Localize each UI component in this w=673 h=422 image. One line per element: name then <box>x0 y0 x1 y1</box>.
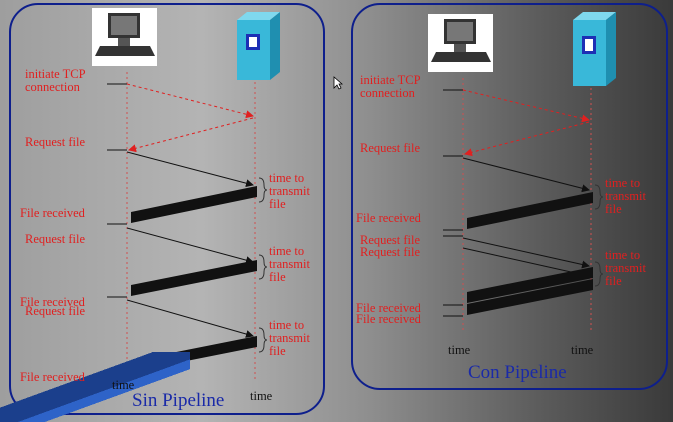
request-arrow <box>126 227 254 265</box>
request-arrow <box>126 151 254 188</box>
slide-corner-decoration <box>0 352 190 422</box>
handshake-arrow <box>128 117 254 153</box>
request-file-label: Request file <box>360 141 421 155</box>
client-time-label: time <box>448 343 471 357</box>
handshake-arrow <box>462 89 590 123</box>
computer-icon <box>428 14 493 72</box>
request-arrow <box>462 247 590 279</box>
server-time-label: time <box>571 343 594 357</box>
file-transfer-bar <box>131 186 257 223</box>
file-transfer-bar <box>467 267 593 303</box>
initiate-tcp-label: initiate TCP connection <box>25 67 86 94</box>
handshake-arrow <box>464 121 590 157</box>
server-icon <box>573 12 616 86</box>
cursor-icon <box>333 76 343 90</box>
time-to-transmit-label: time to transmit file <box>269 244 310 284</box>
right-panel-border <box>351 3 668 390</box>
time-to-transmit-label: time to transmit file <box>605 248 646 288</box>
time-to-transmit-label: time to transmit file <box>269 318 310 358</box>
brace <box>258 254 268 280</box>
file-received-label: File received <box>20 295 85 309</box>
file-received-label: File received <box>356 312 421 326</box>
file-transfer-bar <box>467 279 593 315</box>
file-transfer-bar <box>131 260 257 296</box>
sin-pipeline-title: Sin Pipeline <box>132 390 225 411</box>
request-file-label: Request file <box>25 135 86 149</box>
request-arrow <box>126 299 254 338</box>
client-time-label: time <box>112 378 135 392</box>
request-arrow <box>462 157 590 193</box>
file-received-label: File received <box>356 211 421 225</box>
computer-icon <box>92 8 157 66</box>
server-time-label: time <box>250 389 273 403</box>
time-to-transmit-label: time to transmit file <box>605 176 646 216</box>
request-file-label: Request file <box>25 232 86 246</box>
brace <box>258 177 268 203</box>
brace <box>594 184 604 210</box>
initiate-tcp-label: initiate TCP connection <box>360 73 421 100</box>
request-file-label: Request file <box>25 304 86 318</box>
request-file-label: Request file <box>360 233 421 247</box>
request-arrow <box>462 237 590 269</box>
con-pipeline-title: Con Pipeline <box>468 362 567 383</box>
file-received-label: File received <box>20 370 85 384</box>
brace <box>258 327 268 353</box>
brace <box>594 261 604 287</box>
handshake-arrow <box>126 83 254 119</box>
request-file-label: Request file <box>360 245 421 259</box>
server-icon <box>237 12 280 80</box>
time-to-transmit-label: time to transmit file <box>269 171 310 211</box>
file-received-label: File received <box>356 301 421 315</box>
file-transfer-bar <box>467 192 593 229</box>
file-received-label: File received <box>20 206 85 220</box>
